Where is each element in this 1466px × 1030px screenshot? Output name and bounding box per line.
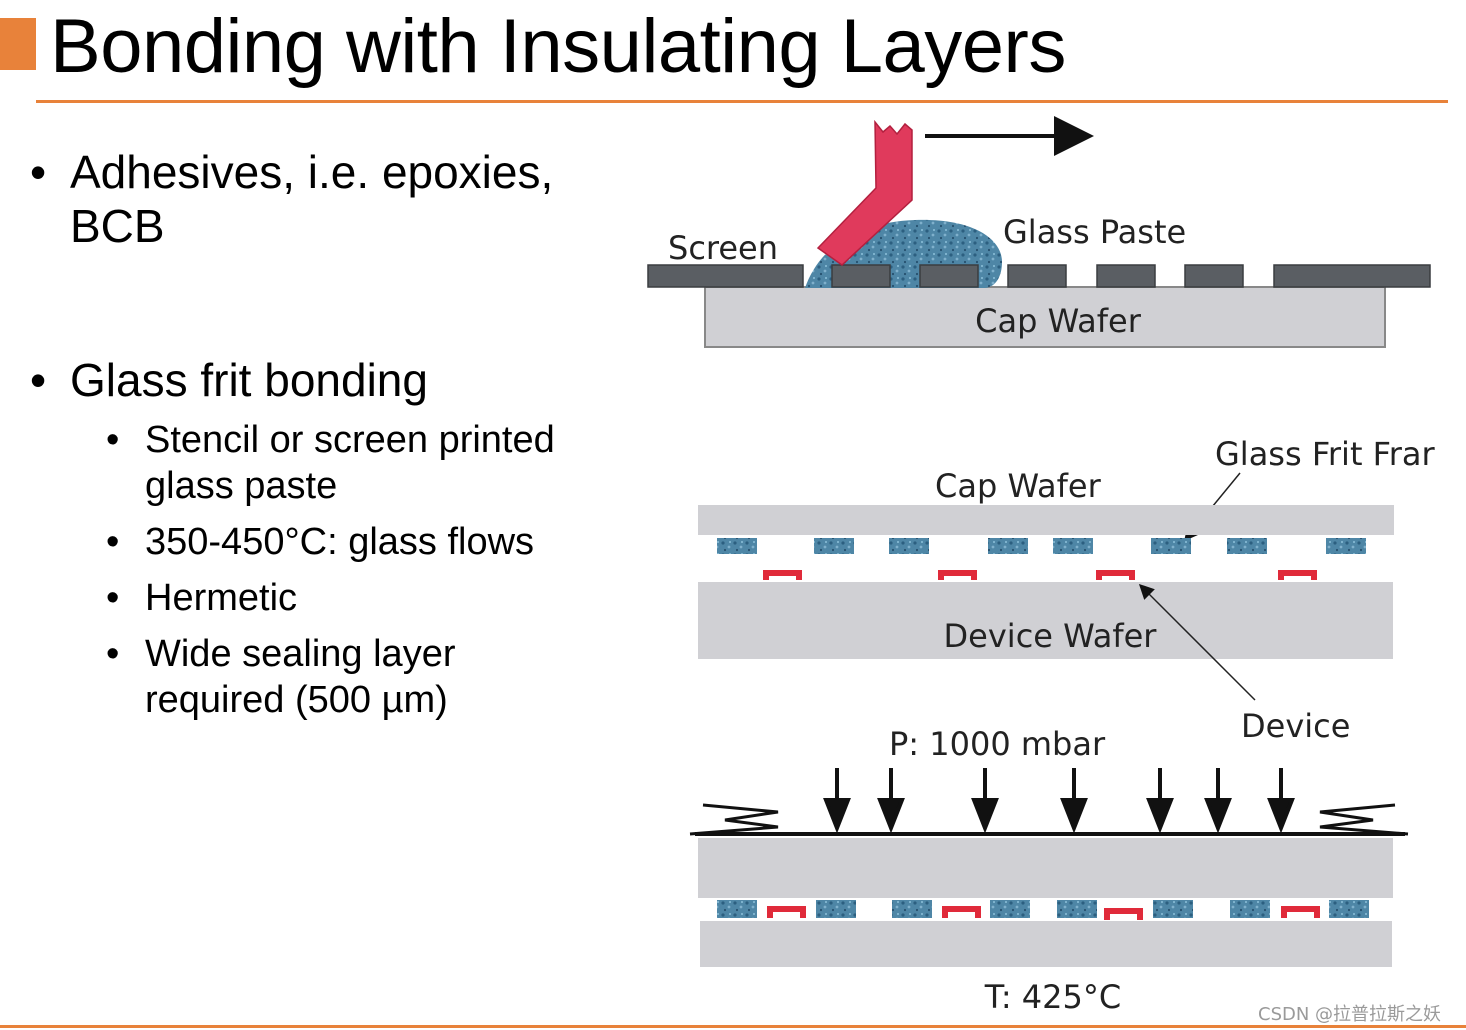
bullet-dot: • <box>106 633 120 675</box>
device-wafer-label: Device Wafer <box>944 617 1158 655</box>
sub-bullet-hermetic: • Hermetic <box>30 575 630 621</box>
bullet-dot: • <box>30 354 47 406</box>
slide-title: Bonding with Insulating Layers <box>50 4 1066 89</box>
frit-pads-mid <box>717 538 1366 554</box>
cap-wafer-bonded <box>698 838 1393 898</box>
bullet-glass-frit: • Glass frit bonding <box>30 353 630 407</box>
bullet-line: Adhesives, i.e. epoxies, <box>70 146 554 198</box>
footer-rule <box>0 1025 1466 1028</box>
bullet-line: Stencil or screen printed <box>145 419 555 461</box>
bullet-dot: • <box>30 146 47 198</box>
frit-pads-bonded <box>717 900 1369 918</box>
bullet-line: BCB <box>70 200 165 252</box>
device-label: Device <box>1241 707 1350 745</box>
sub-bullet-temperature: • 350-450°C: glass flows <box>30 519 630 565</box>
screen-mesh <box>647 264 1431 288</box>
glass-frit-label: Glass Frit Frar <box>1215 435 1436 473</box>
sub-bullet-stencil: • Stencil or screen printed glass paste <box>30 417 630 509</box>
bullet-line: 350-450°C: glass flows <box>145 521 535 563</box>
bullet-line: Wide sealing layer <box>145 633 456 675</box>
bullet-adhesives: • Adhesives, i.e. epoxies, BCB <box>30 145 630 253</box>
temperature-label: T: 425°C <box>984 978 1121 1016</box>
bullet-line: required (500 µm) <box>145 679 448 721</box>
cap-wafer-mid-label: Cap Wafer <box>935 467 1102 505</box>
bullet-line: Glass frit bonding <box>70 354 428 406</box>
device-wafer <box>698 582 1393 659</box>
device-structures-mid <box>763 570 1317 580</box>
device-wafer-bonded <box>700 921 1392 967</box>
cap-wafer-mid <box>698 505 1394 535</box>
bullet-line: glass paste <box>145 465 338 507</box>
bullet-dot: • <box>106 419 120 461</box>
screen-label: Screen <box>668 229 778 267</box>
screen-printing-step: Cap Wafer Screen Glass Paste <box>647 116 1431 348</box>
cap-wafer-top <box>704 286 1386 348</box>
sub-bullet-sealing: • Wide sealing layer required (500 µm) <box>30 631 630 723</box>
bullet-list: • Adhesives, i.e. epoxies, BCB • Glass f… <box>30 145 630 723</box>
bullet-dot: • <box>106 577 120 619</box>
source-watermark: CSDN @拉普拉斯之妖 <box>1258 1004 1442 1025</box>
pressure-plate-break-marks <box>689 803 1409 836</box>
pressure-arrows <box>823 768 1295 834</box>
bullet-line: Hermetic <box>145 577 298 619</box>
cap-wafer-top-label: Cap Wafer <box>975 302 1142 340</box>
title-accent-square <box>0 18 36 70</box>
device-structures-bonded <box>767 906 1320 920</box>
bullet-dot: • <box>106 521 120 563</box>
bonding-step: P: 1000 mbar <box>689 725 1409 1016</box>
squeegee-blade <box>816 119 913 266</box>
alignment-step: Cap Wafer Glass Frit Frar Device Wafer D… <box>698 435 1436 745</box>
pressure-label: P: 1000 mbar <box>889 725 1106 763</box>
glass-paste-label: Glass Paste <box>1003 213 1186 251</box>
title-underline <box>36 100 1448 103</box>
device-pointer <box>1138 583 1256 701</box>
